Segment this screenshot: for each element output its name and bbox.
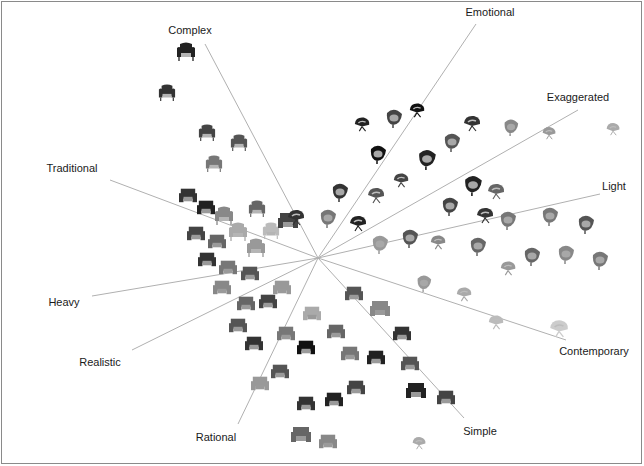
axis-label: Heavy xyxy=(47,296,80,309)
axis-label: Contemporary xyxy=(558,345,630,358)
axis-lines xyxy=(92,24,600,424)
axis-label: Simple xyxy=(462,425,498,438)
chair-icons xyxy=(159,43,620,450)
axis-line xyxy=(205,44,318,258)
axis-line xyxy=(110,180,318,258)
axis-label: Exaggerated xyxy=(546,91,610,104)
axis-line xyxy=(318,194,600,258)
axis-label: Traditional xyxy=(46,162,99,175)
axis-label: Complex xyxy=(167,24,212,37)
axis-line xyxy=(318,258,566,340)
axis-label: Realistic xyxy=(78,356,122,369)
axis-label: Rational xyxy=(195,431,237,444)
axis-line xyxy=(132,258,318,350)
axis-line xyxy=(318,110,578,258)
axis-label: Light xyxy=(601,180,627,193)
axis-line xyxy=(238,258,318,424)
axis-label: Emotional xyxy=(465,6,516,19)
axis-line xyxy=(318,258,464,418)
axis-line xyxy=(318,24,476,258)
